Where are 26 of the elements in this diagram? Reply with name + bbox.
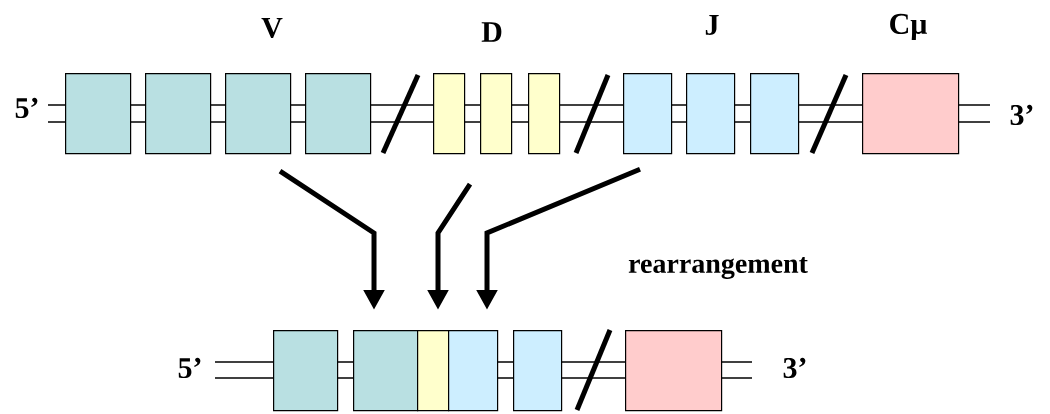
process-label: rearrangement — [628, 257, 808, 279]
end-label: 5’ — [15, 97, 38, 119]
segment-label: V — [261, 17, 283, 39]
gene-segment-box — [417, 330, 450, 412]
gene-segment-box — [623, 73, 673, 155]
gene-segment-box — [686, 73, 736, 155]
segment-label: Cμ — [890, 13, 927, 41]
gene-segment-box — [750, 73, 800, 155]
gene-segment-box — [305, 73, 372, 155]
gene-segment-box — [513, 330, 563, 412]
segment-label: J — [705, 15, 719, 35]
segment-label: D — [481, 22, 502, 42]
gene-segment-box — [145, 73, 212, 155]
gene-segment-box — [625, 330, 723, 412]
gene-segment-box — [433, 73, 466, 155]
gene-segment-box — [65, 73, 132, 155]
gene-segment-box — [528, 73, 561, 155]
gene-segment-box — [225, 73, 292, 155]
end-label: 3’ — [1010, 104, 1033, 126]
gene-segment-box — [862, 73, 960, 155]
gene-segment-box — [480, 73, 513, 155]
end-label: 3’ — [783, 357, 806, 379]
gene-segment-box — [273, 330, 339, 412]
gene-segment-box — [353, 330, 419, 412]
end-label: 5’ — [178, 357, 201, 379]
gene-segment-box — [448, 330, 499, 412]
